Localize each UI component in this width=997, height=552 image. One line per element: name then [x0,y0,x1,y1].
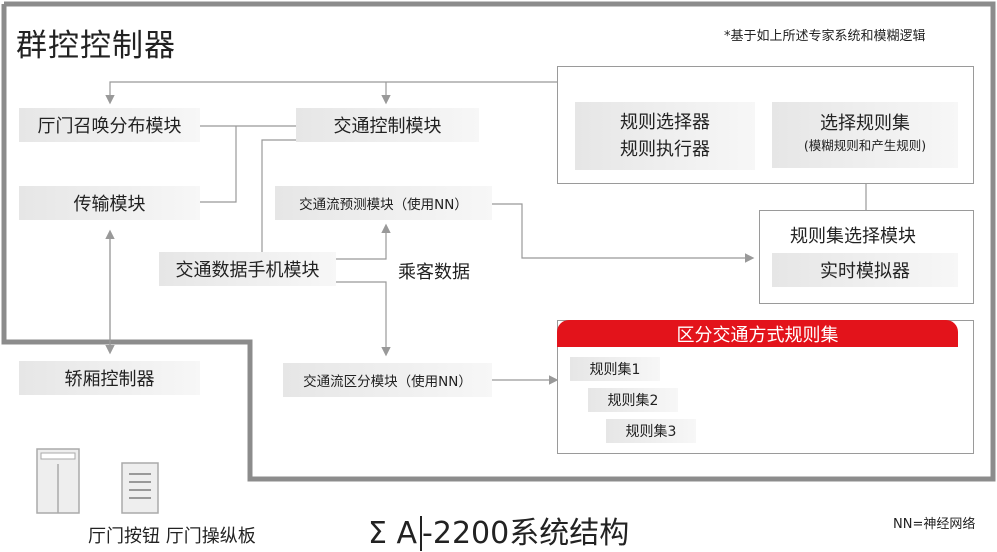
hall-button-icon [36,448,80,514]
traffic-data-module: 交通数据手机模块 [159,252,336,286]
traffic-predict-module: 交通流预测模块（使用NN） [275,186,492,220]
system-title-a: A [396,516,423,551]
ruleset-3: 规则集3 [606,419,696,443]
rule-executor-label: 规则执行器 [620,139,710,160]
ruleset-2: 规则集2 [588,388,678,412]
expert-system-note: *基于如上所述专家系统和模糊逻辑 [724,29,926,44]
page-title: 群控控制器 [16,28,176,64]
hall-panel-icon [121,462,159,514]
traffic-control-module: 交通控制模块 [296,108,479,142]
traffic-classify-module: 交通流区分模块（使用NN） [283,363,492,397]
select-ruleset-box: 选择规则集 (模糊规则和产生规则) [772,102,958,168]
ruleset-1: 规则集1 [570,357,660,381]
transmission-module: 传输模块 [19,186,200,220]
hall-call-module: 厅门召唤分布模块 [19,108,200,142]
select-ruleset-label: 选择规则集 [820,113,910,134]
select-ruleset-sub: (模糊规则和产生规则) [803,138,927,153]
bottom-device-labels: 厅门按钮 厅门操纵板 [88,526,256,547]
system-title-rest: -2200系统结构 [422,516,630,551]
nn-note: NN=神经网络 [893,517,976,532]
group-controller-frame [1,1,996,482]
passenger-data-label: 乘客数据 [398,262,470,283]
system-title-sigma: Σ [368,516,387,551]
car-controller-module: 轿厢控制器 [19,361,200,395]
classify-ruleset-header: 区分交通方式规则集 [557,320,958,347]
system-structure-title: Σ A-2200系统结构 [368,508,629,552]
rule-selector-label: 规则选择器 [620,112,710,133]
ruleset-select-label: 规则集选择模块 [790,226,916,247]
classify-ruleset-title: 区分交通方式规则集 [676,324,839,346]
realtime-simulator-box: 实时模拟器 [772,253,958,287]
rule-selector-executor: 规则选择器 规则执行器 [575,102,755,170]
